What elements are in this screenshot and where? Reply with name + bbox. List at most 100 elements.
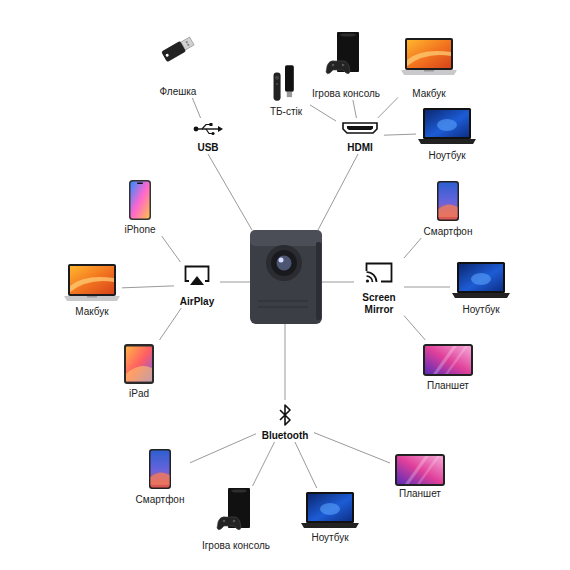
smartphone-icon bbox=[149, 449, 171, 489]
node-text-group: Ігрова консоль bbox=[190, 540, 282, 552]
hub-wire bbox=[220, 282, 250, 283]
node-text-group: Ноутбук bbox=[410, 150, 484, 162]
device-label: Планшет bbox=[412, 380, 484, 392]
connector-line bbox=[314, 433, 390, 463]
device-label: Смартфон bbox=[412, 226, 484, 238]
node-text-group: HDMI bbox=[330, 142, 390, 154]
tablet-icon bbox=[423, 344, 473, 376]
projector-top bbox=[250, 230, 322, 246]
device-label: Флешка bbox=[142, 86, 214, 98]
connector-line bbox=[404, 287, 450, 288]
smartphone-icon bbox=[437, 181, 459, 221]
device-label: Ноутбук bbox=[444, 304, 518, 316]
node-text-group: Планшет bbox=[384, 488, 456, 500]
lens-housing bbox=[266, 245, 302, 281]
device-label: iPad bbox=[108, 388, 170, 400]
laptop-icon bbox=[418, 108, 476, 144]
connection-hub: USB bbox=[188, 118, 228, 154]
device-node: Ігрова консоль bbox=[308, 30, 384, 100]
hub-wires bbox=[208, 154, 358, 400]
connector-line bbox=[404, 238, 421, 258]
device-label: Смартфон bbox=[124, 494, 196, 506]
device-node: iPhone bbox=[116, 176, 164, 236]
node-text-group: AirPlay bbox=[168, 296, 226, 308]
connector-line bbox=[310, 105, 336, 121]
connector-line bbox=[162, 236, 181, 262]
interface-label: USB bbox=[182, 142, 234, 154]
projector-illustration bbox=[250, 230, 322, 324]
node-text-group: Флешка bbox=[142, 86, 214, 98]
console-icon bbox=[326, 32, 359, 74]
connector-line bbox=[159, 308, 181, 340]
device-node: Макбук bbox=[62, 260, 122, 318]
device-label: Ігрова консоль bbox=[190, 540, 282, 552]
node-text-group: Bluetooth bbox=[250, 430, 320, 442]
device-node: ТБ-стік bbox=[262, 62, 310, 118]
connector-line bbox=[295, 442, 317, 488]
projector-body bbox=[250, 236, 322, 324]
usb-symbol bbox=[194, 123, 223, 135]
node-text-group: Макбук bbox=[56, 306, 128, 318]
tablet-icon bbox=[395, 454, 445, 486]
hub-wire bbox=[318, 154, 358, 230]
airplay-symbol bbox=[186, 267, 209, 286]
bluetooth-symbol bbox=[280, 405, 290, 425]
ipad-icon bbox=[124, 344, 154, 384]
node-text-group: Макбук bbox=[392, 88, 466, 100]
interface-label: HDMI bbox=[330, 142, 390, 154]
macbook-icon bbox=[64, 264, 120, 301]
connection-hub: Bluetooth bbox=[256, 400, 314, 442]
projector-side bbox=[316, 242, 321, 320]
tv-stick-icon bbox=[274, 65, 294, 100]
connector-line bbox=[190, 434, 256, 463]
node-text-group: Screen Mirror bbox=[356, 292, 402, 316]
device-node: Ноутбук bbox=[416, 104, 478, 162]
device-node: iPad bbox=[114, 340, 164, 400]
device-node: Ноутбук bbox=[450, 258, 512, 316]
flash-drive-icon bbox=[161, 36, 195, 62]
device-label: Макбук bbox=[56, 306, 128, 318]
hdmi-symbol bbox=[343, 123, 377, 133]
device-label: ТБ-стік bbox=[256, 106, 316, 118]
interface-label: Bluetooth bbox=[250, 430, 320, 442]
node-text-group: Планшет bbox=[412, 380, 484, 392]
connector-line bbox=[384, 134, 416, 135]
connector-line bbox=[353, 100, 357, 118]
device-node: Макбук bbox=[398, 32, 460, 100]
hub-wire bbox=[322, 282, 354, 283]
connector-line bbox=[378, 97, 398, 118]
connection-hub: AirPlay bbox=[174, 262, 220, 308]
projector-vent bbox=[258, 300, 308, 302]
device-node: Ігрова консоль bbox=[196, 486, 276, 552]
hub-wire bbox=[285, 324, 286, 400]
device-label: Ігрова консоль bbox=[302, 88, 390, 100]
device-node: Флешка bbox=[148, 28, 208, 98]
hub-wire bbox=[208, 154, 252, 230]
interface-label: Screen Mirror bbox=[356, 292, 402, 316]
node-text-group: Смартфон bbox=[124, 494, 196, 506]
connector-line bbox=[192, 98, 200, 118]
device-label: iPhone bbox=[110, 224, 170, 236]
device-node: Планшет bbox=[418, 340, 478, 392]
lens-ring bbox=[271, 250, 297, 276]
node-text-group: ТБ-стік bbox=[256, 106, 316, 118]
interface-label: AirPlay bbox=[168, 296, 226, 308]
node-text-group: iPhone bbox=[110, 224, 170, 236]
device-label: Ноутбук bbox=[410, 150, 484, 162]
device-label: Ноутбук bbox=[292, 532, 368, 544]
device-node: Смартфон bbox=[418, 176, 478, 238]
laptop-icon bbox=[452, 262, 510, 298]
connector-line bbox=[253, 442, 275, 486]
connector-line bbox=[404, 316, 425, 340]
device-node: Ноутбук bbox=[298, 488, 362, 544]
connection-hub: Screen Mirror bbox=[354, 258, 404, 316]
node-text-group: Смартфон bbox=[412, 226, 484, 238]
connector-line bbox=[122, 286, 174, 288]
device-node: Смартфон bbox=[130, 446, 190, 506]
device-node: Планшет bbox=[390, 450, 450, 500]
device-label: Макбук bbox=[392, 88, 466, 100]
node-text-group: Ігрова консоль bbox=[302, 88, 390, 100]
device-label: Планшет bbox=[384, 488, 456, 500]
node-text-group: iPad bbox=[108, 388, 170, 400]
